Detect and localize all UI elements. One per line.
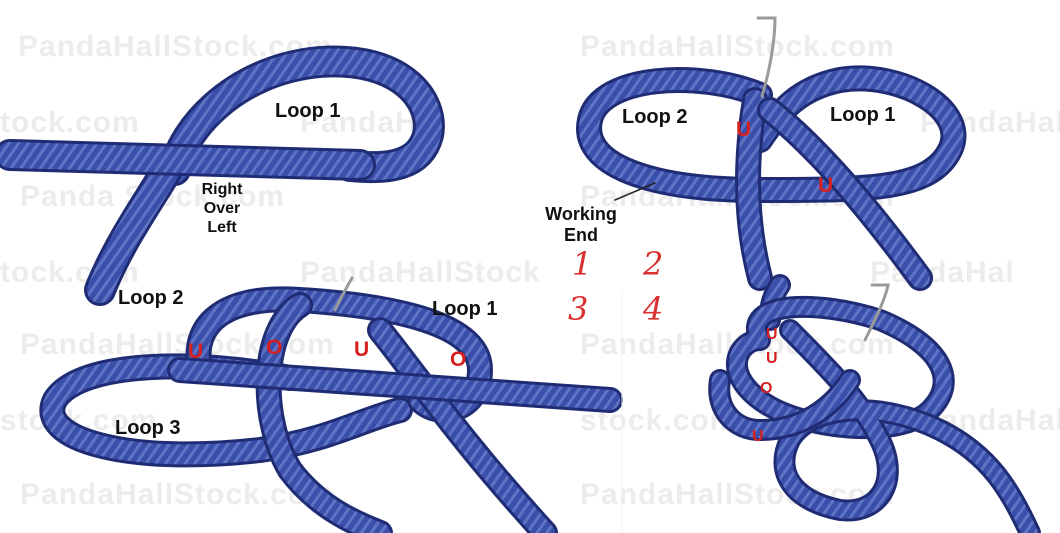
- panel-3-rope: [52, 278, 610, 533]
- crossing-label-line: Left: [190, 218, 254, 237]
- panel-2-rope: [589, 18, 953, 278]
- panel-1-rope: [10, 61, 429, 290]
- panel-4-under-mark: U: [766, 326, 778, 344]
- panel-3-loop-1-label: Loop 1: [432, 298, 498, 321]
- working-end-label: Working End: [535, 204, 627, 246]
- crossing-label-line: Right: [190, 180, 254, 199]
- panel-2-loop-2-label: Loop 2: [622, 106, 688, 129]
- panel-3-loop-3-label: Loop 3: [115, 417, 181, 440]
- panel-2-under-mark: U: [736, 118, 751, 142]
- crossing-label-line: Over: [190, 199, 254, 218]
- panel-3-under-mark: U: [354, 338, 369, 362]
- panel-4-under-mark: U: [752, 428, 764, 446]
- working-end-line: Working: [535, 204, 627, 225]
- panel-2-loop-1-label: Loop 1: [830, 104, 896, 127]
- step-number-1: 1: [572, 245, 592, 283]
- panel-2-under-mark: U: [818, 174, 833, 198]
- panel-3-over-mark: O: [450, 348, 466, 372]
- working-end-line: End: [535, 225, 627, 246]
- step-number-4: 4: [643, 290, 663, 328]
- panel-4-under-mark: U: [766, 350, 778, 368]
- panel-1-loop-1-label: Loop 1: [275, 100, 341, 123]
- panel-3-under-mark: U: [188, 340, 203, 364]
- panel-4-rope: [719, 285, 1030, 533]
- panel-3-over-mark: O: [266, 336, 282, 360]
- panel-4-over-mark: O: [760, 380, 772, 398]
- step-number-2: 2: [643, 245, 663, 283]
- step-number-3: 3: [568, 290, 588, 328]
- panel-3-loop-2-label: Loop 2: [118, 287, 184, 310]
- panel-1-crossing-label: Right Over Left: [190, 180, 254, 237]
